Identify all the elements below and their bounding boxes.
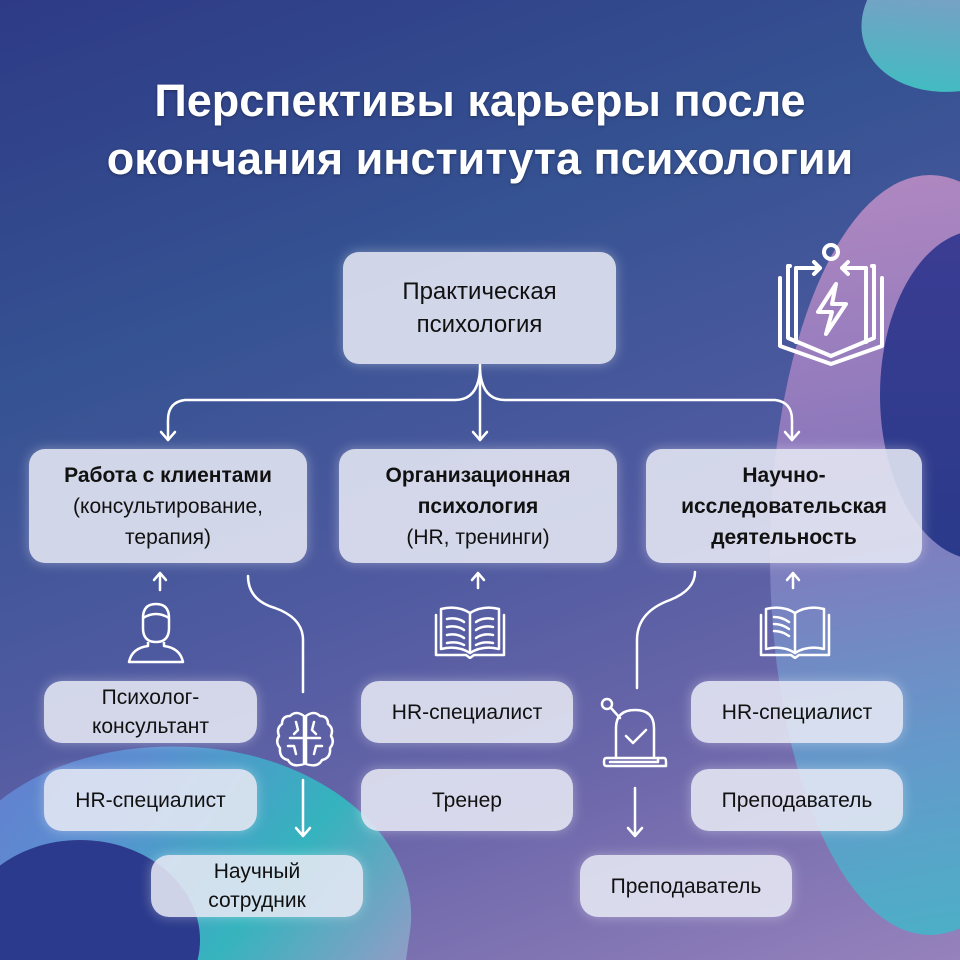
job-hr-specialist: HR-специалист	[44, 769, 257, 831]
page-title: Перспективы карьеры после окончания инст…	[0, 72, 960, 188]
category-title: Научно-	[742, 463, 826, 487]
job-trainer: Тренер	[361, 769, 573, 831]
job-label: Психолог-	[101, 686, 200, 709]
job-hr-specialist: HR-специалист	[361, 681, 573, 743]
category-title: исследовательская	[681, 494, 887, 518]
job-teacher-branch: Преподаватель	[580, 855, 792, 917]
job-hr-specialist: HR-специалист	[691, 681, 903, 743]
category-title: психология	[417, 494, 539, 518]
job-label: Тренер	[432, 788, 502, 812]
root-line-1: Практическая	[402, 278, 557, 305]
category-organizational: Организационная психология (HR, тренинги…	[339, 449, 617, 563]
title-line-1: Перспективы карьеры после	[154, 75, 806, 126]
title-line-2: окончания института психологии	[106, 133, 854, 184]
category-clients: Работа с клиентами (консультирование, те…	[29, 449, 307, 563]
book-icon	[434, 606, 506, 659]
category-subtitle: терапия)	[125, 525, 211, 549]
job-label: сотрудник	[208, 889, 306, 912]
category-research: Научно- исследовательская деятельность	[646, 449, 922, 563]
job-label: Научный	[213, 860, 301, 883]
job-psychologist-consultant: Психолог- консультант	[44, 681, 257, 743]
job-label: консультант	[91, 715, 210, 738]
category-title: деятельность	[711, 525, 857, 549]
job-teacher: Преподаватель	[691, 769, 903, 831]
brain-icon	[276, 711, 334, 767]
root-node: Практическая психология	[343, 252, 616, 364]
job-label: Преподаватель	[610, 874, 762, 898]
category-subtitle: (HR, тренинги)	[406, 525, 550, 549]
person-icon	[127, 602, 185, 664]
root-line-2: психология	[416, 311, 543, 338]
book-lightning-icon	[778, 243, 884, 366]
job-label: HR-специалист	[391, 700, 543, 724]
category-title: Работа с клиентами	[64, 463, 272, 487]
bell-check-icon	[600, 697, 668, 768]
job-label: HR-специалист	[721, 700, 873, 724]
category-subtitle: (консультирование,	[73, 494, 263, 518]
job-label: Преподаватель	[721, 788, 873, 812]
category-title: Организационная	[385, 463, 571, 487]
job-research-fellow: Научный сотрудник	[151, 855, 363, 917]
job-label: HR-специалист	[75, 788, 226, 812]
book-open-icon	[759, 606, 831, 659]
